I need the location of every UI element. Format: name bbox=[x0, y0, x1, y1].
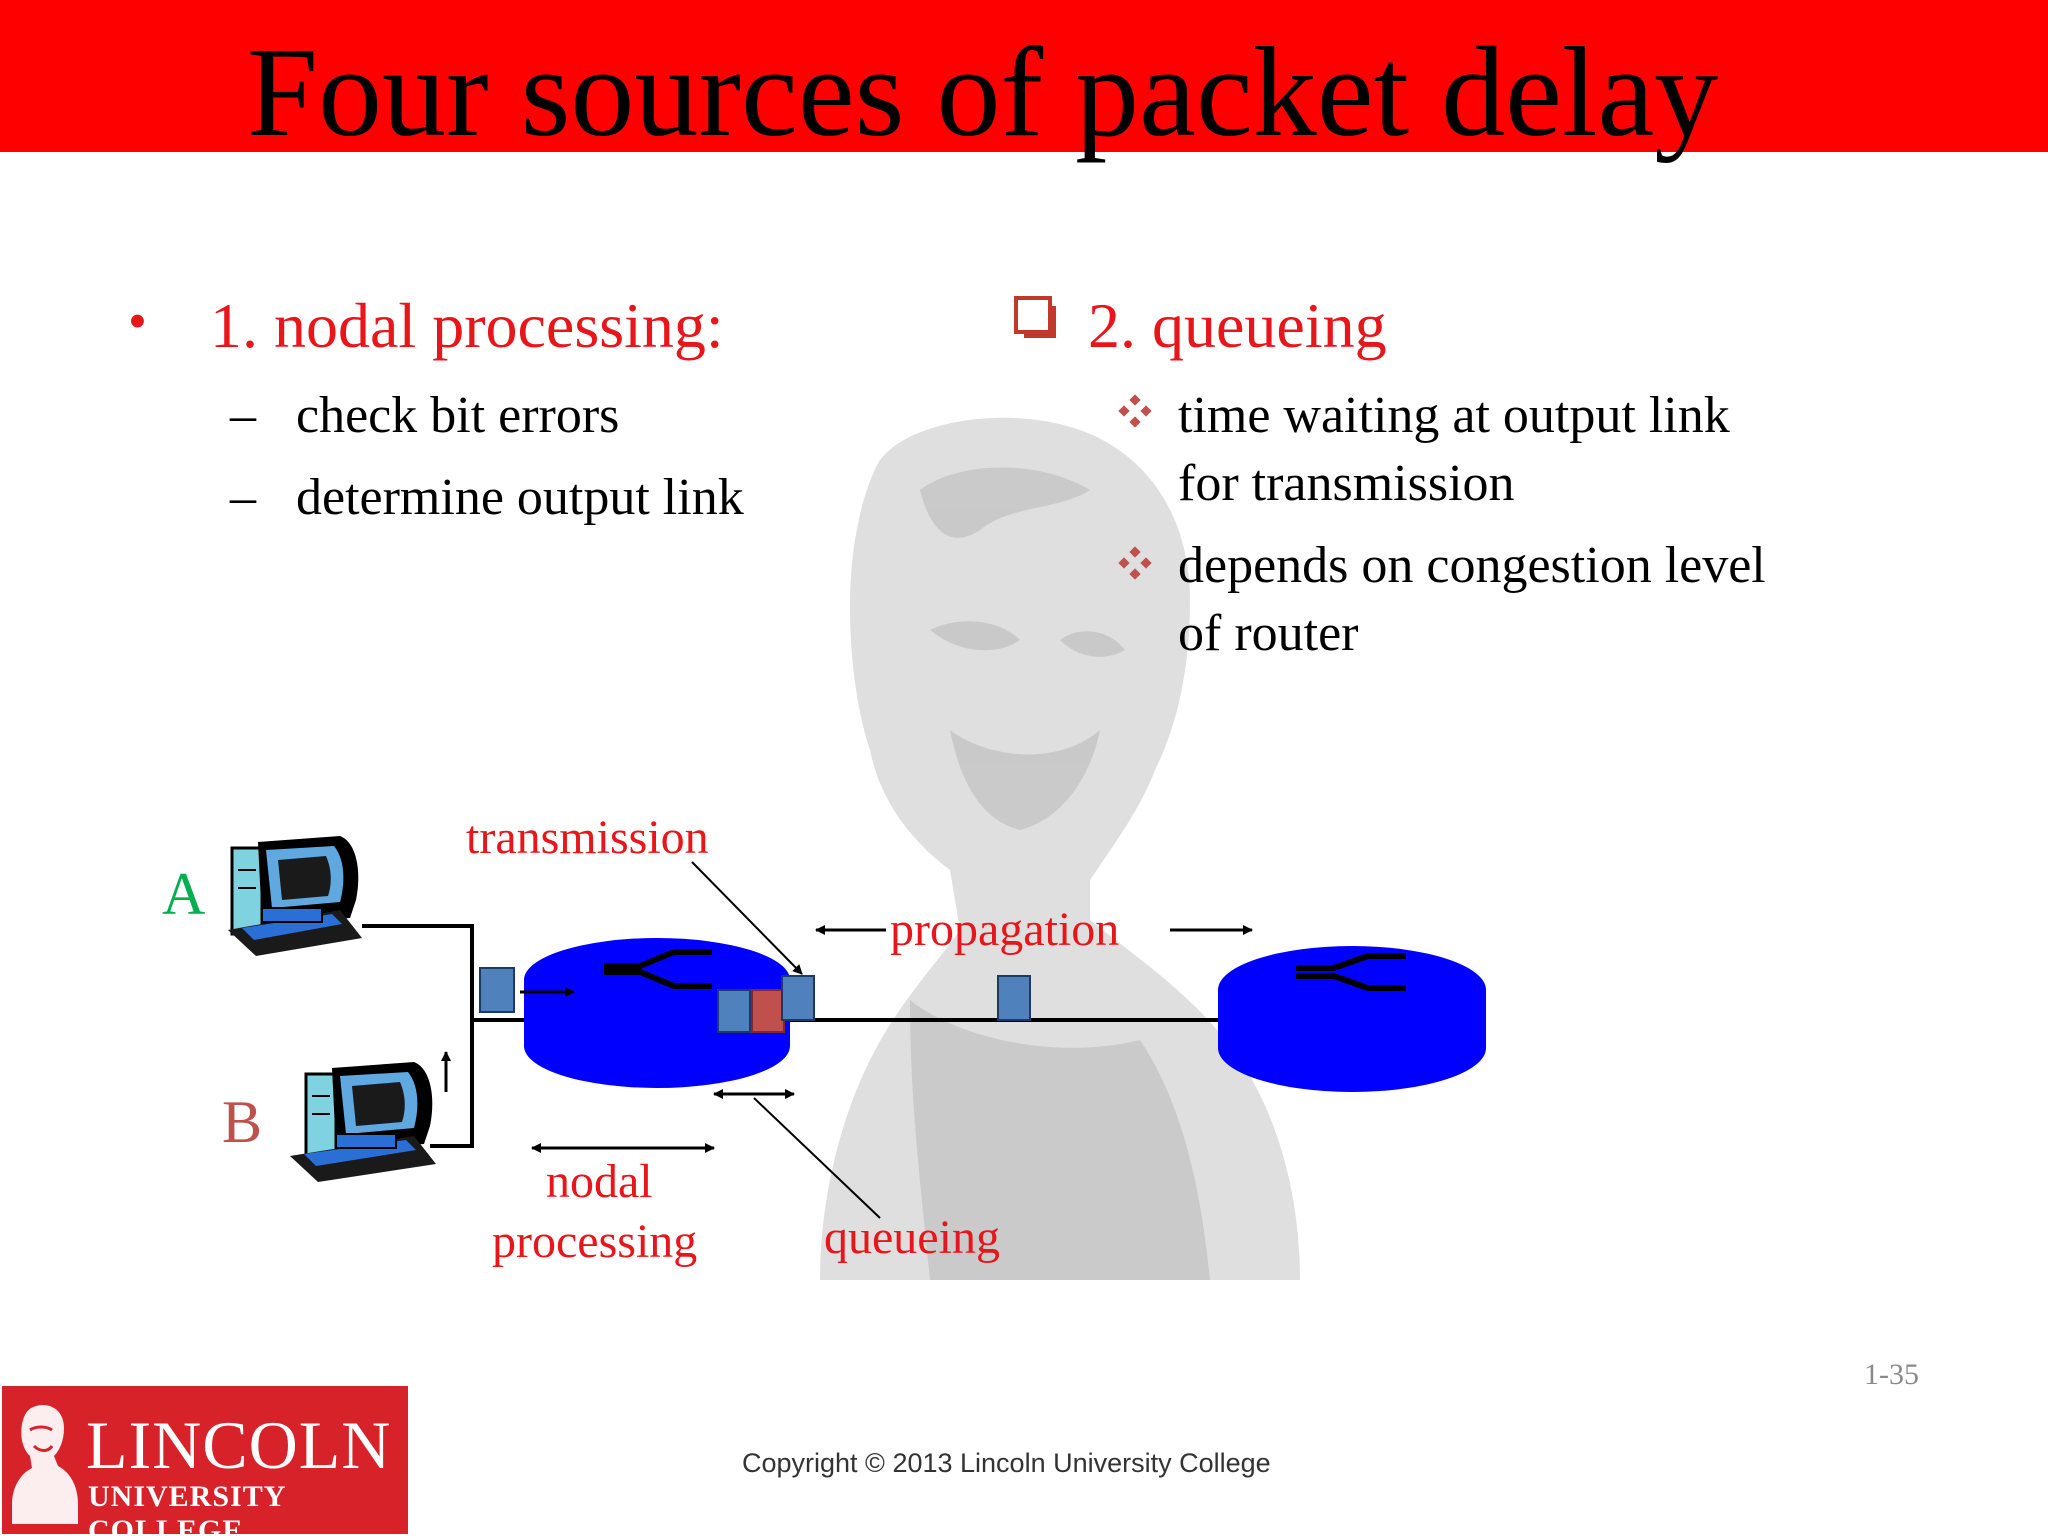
processing-label: processing bbox=[492, 1215, 698, 1268]
nodal-label: nodal bbox=[546, 1155, 653, 1208]
packet-propagating bbox=[997, 975, 1031, 1021]
propagation-label: propagation bbox=[890, 903, 1120, 956]
host-b-label: B bbox=[222, 1089, 263, 1155]
dash-marker: – bbox=[230, 387, 256, 444]
slide-title: Four sources of packet delay bbox=[246, 21, 1719, 163]
bust-icon bbox=[12, 1404, 78, 1524]
page-number: 1-35 bbox=[1864, 1358, 1919, 1391]
queueing-heading: 2. queueing bbox=[1088, 290, 1387, 361]
queueing-item-1-line-2: for transmission bbox=[1178, 455, 1515, 512]
host-a-label: A bbox=[162, 861, 206, 927]
diamond-bullet-icon bbox=[1118, 394, 1152, 428]
university-logo: LINCOLN UNIVERSITY COLLEGE bbox=[2, 1386, 408, 1536]
watermark-portrait bbox=[820, 417, 1300, 1280]
diamond-bullet-icon bbox=[1118, 546, 1152, 580]
packet-transmitting bbox=[781, 975, 815, 1021]
queueing-item-1-line-1: time waiting at output link bbox=[1178, 387, 1730, 444]
copyright-text: Copyright © 2013 Lincoln University Coll… bbox=[742, 1448, 1271, 1478]
dash-marker: – bbox=[230, 469, 256, 526]
bullet-dot: • bbox=[128, 291, 147, 351]
packet-queued-blue bbox=[717, 989, 751, 1033]
checkbox-bullet-icon bbox=[1014, 296, 1056, 338]
logo-wordmark: LINCOLN bbox=[86, 1407, 392, 1483]
queueing-label: queueing bbox=[824, 1211, 1000, 1264]
host-a-computer-icon bbox=[228, 836, 362, 956]
transmission-pointer bbox=[691, 861, 803, 975]
packet-incoming bbox=[479, 967, 515, 1013]
queueing-item-2-line-2: of router bbox=[1178, 605, 1359, 662]
transmission-label: transmission bbox=[466, 811, 709, 864]
queueing-pointer bbox=[753, 1097, 881, 1219]
host-b-computer-icon bbox=[290, 1062, 436, 1182]
nodal-processing-heading: 1. nodal processing: bbox=[210, 290, 724, 361]
queueing-item-2-line-1: depends on congestion level bbox=[1178, 537, 1766, 594]
router-2-icon bbox=[1218, 946, 1486, 1092]
logo-subtitle: UNIVERSITY COLLEGE bbox=[88, 1480, 286, 1536]
packet-queued-red bbox=[751, 989, 785, 1033]
nodal-item-check-bit-errors: check bit errors bbox=[296, 387, 620, 444]
network-links bbox=[362, 924, 1220, 1148]
nodal-item-determine-output-link: determine output link bbox=[296, 469, 744, 526]
title-bar bbox=[0, 0, 2048, 152]
